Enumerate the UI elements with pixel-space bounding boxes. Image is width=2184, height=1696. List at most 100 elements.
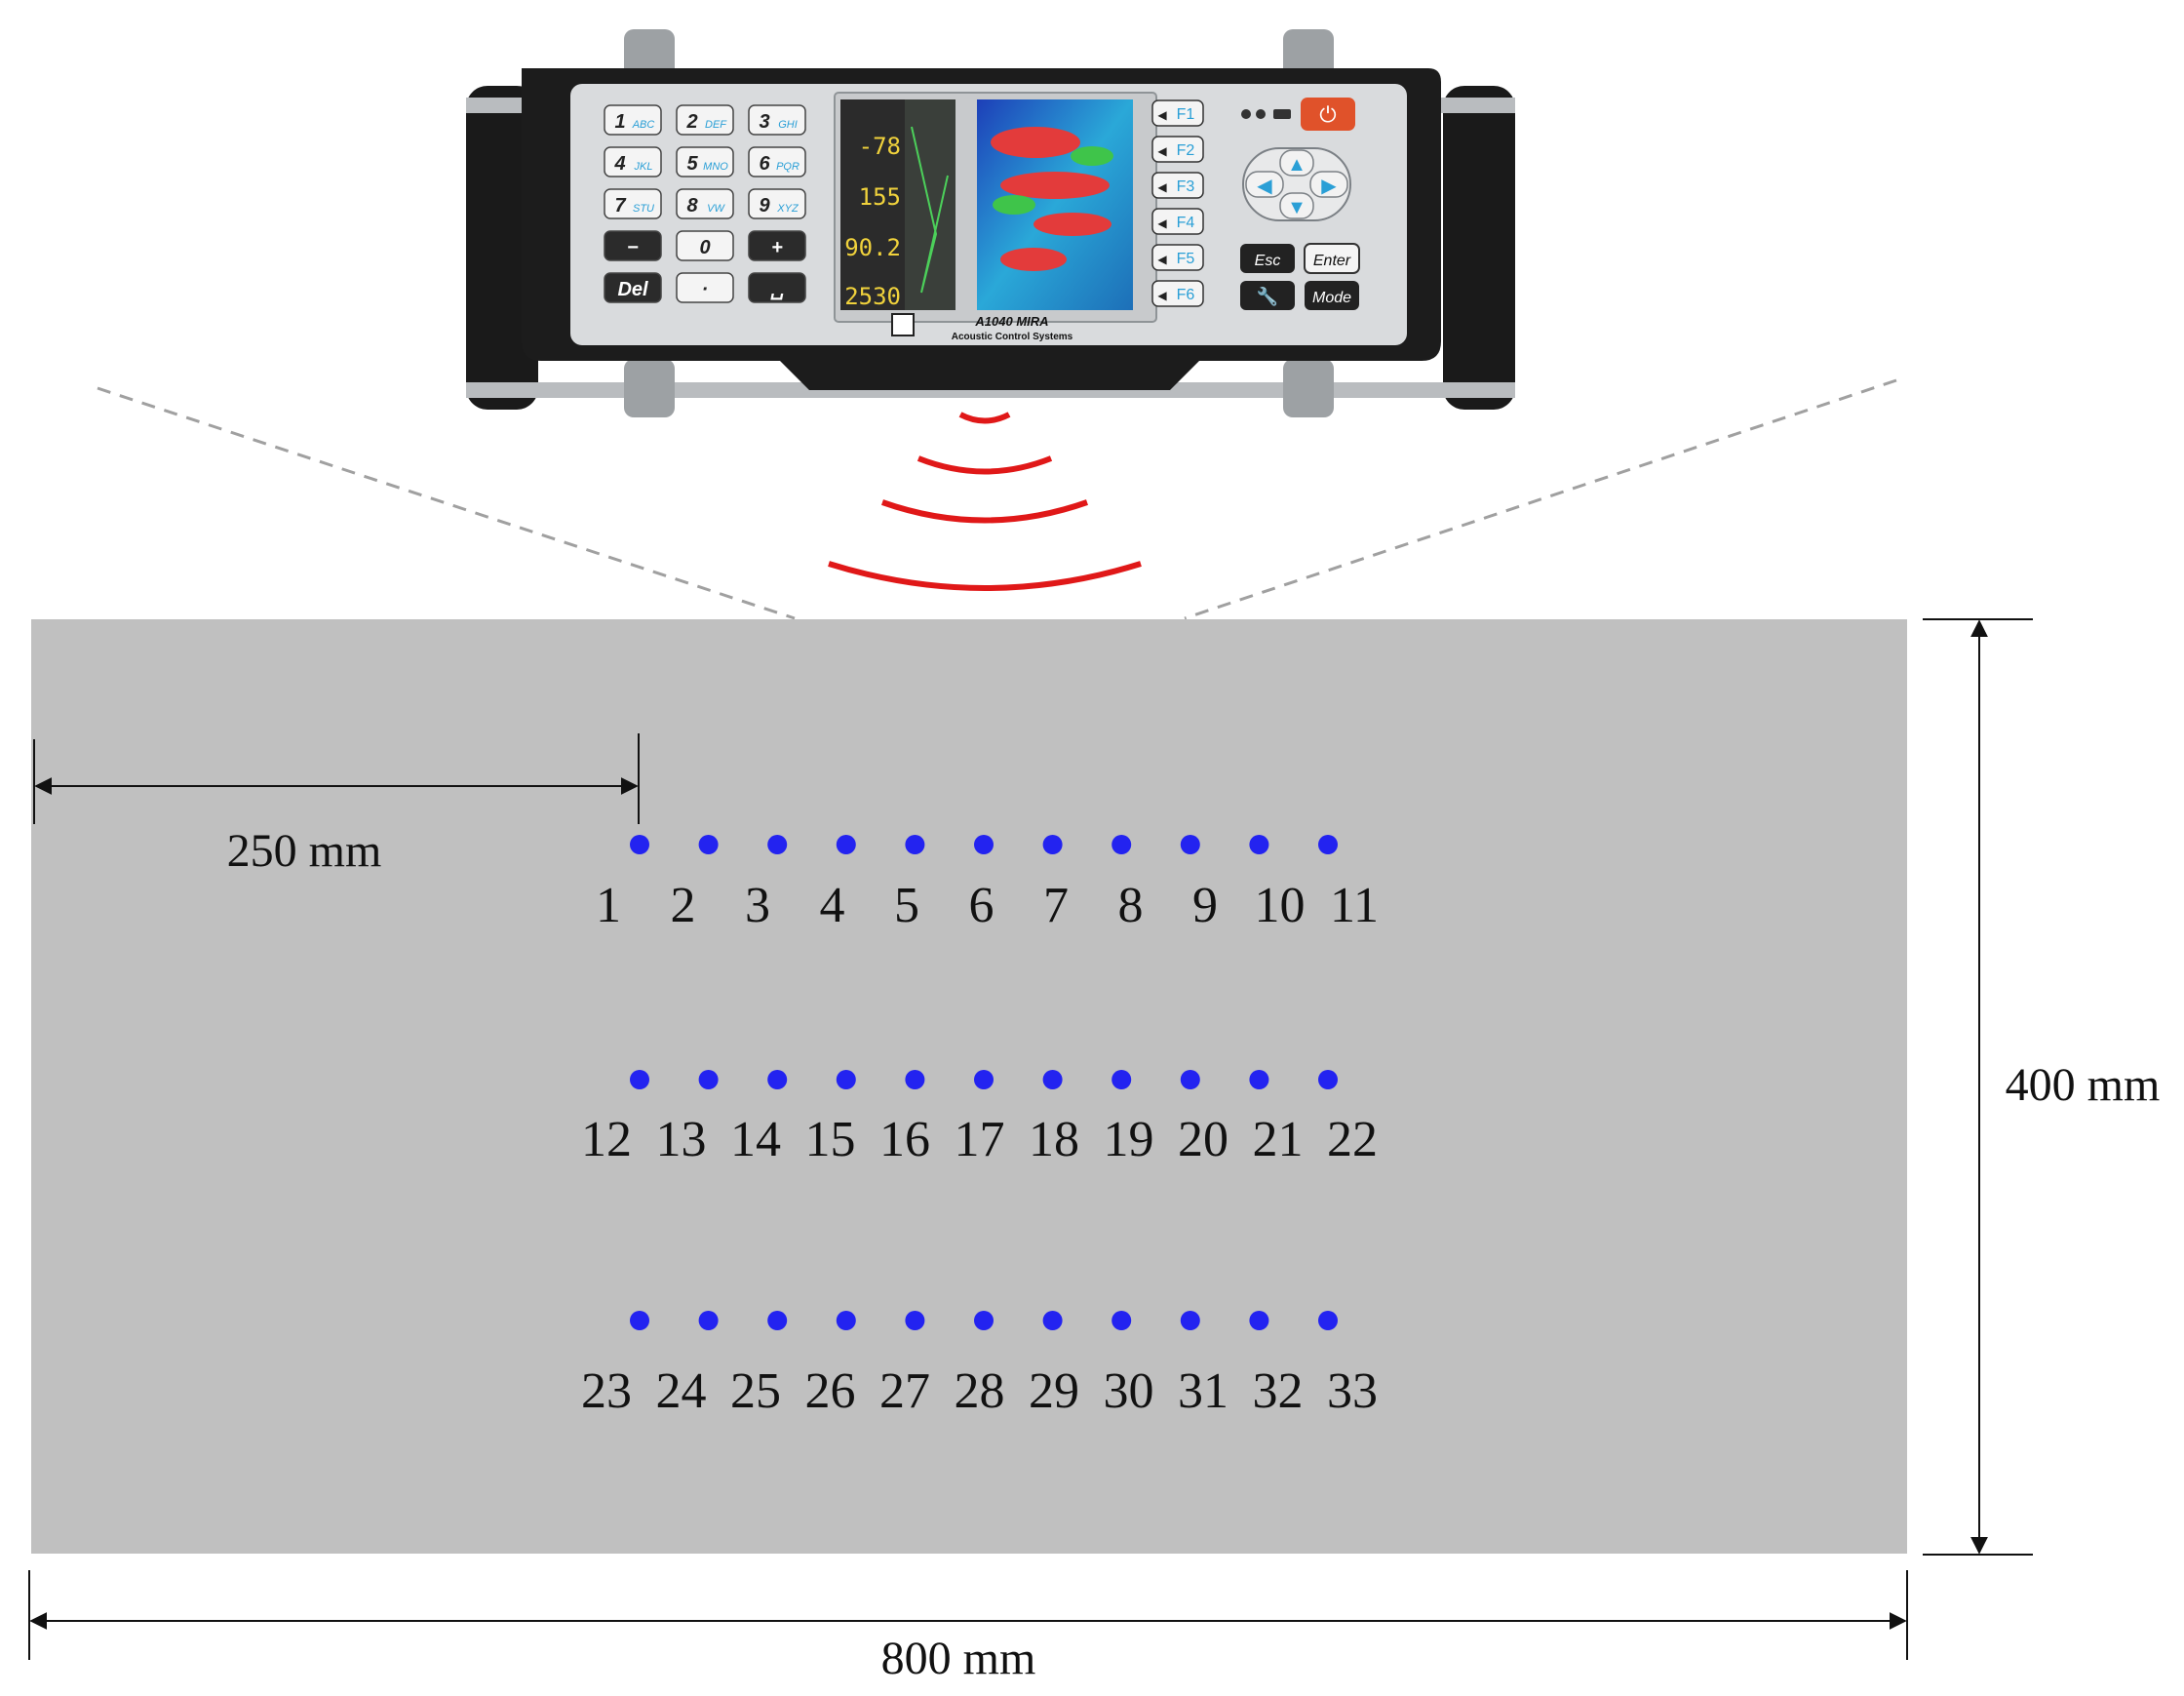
point-label: 16 [879,1112,930,1167]
measurement-point [698,1070,719,1089]
esc-button[interactable] [1240,244,1295,273]
measurement-point [767,1311,788,1330]
function-keys: ◀F1◀F2◀F3◀F4◀F5◀F6 [1151,99,1204,307]
key-7-button[interactable] [604,188,662,219]
caret-left-icon: ◀ [1157,180,1167,194]
power-button[interactable] [1301,98,1355,131]
point-label: 31 [1178,1363,1228,1419]
readout-0: -78 [859,133,901,160]
measurement-point [1042,1070,1063,1089]
key-4-button[interactable] [604,146,662,177]
key-sublabel: PQR [776,161,800,173]
function-key-f3-button[interactable] [1151,172,1204,199]
readout-1: 155 [859,183,901,211]
key-label: 5 [686,153,698,175]
enter-button[interactable] [1304,243,1360,274]
measurement-point [1180,1311,1200,1330]
measurement-point [1112,1311,1132,1330]
mode-label: Mode [1312,290,1351,306]
function-key-f2-button[interactable] [1151,136,1204,163]
offset-label: 250 mm [227,825,382,877]
function-key-f1-button[interactable] [1151,99,1204,127]
key-dot-button[interactable] [676,272,734,303]
function-key-label: F5 [1177,251,1195,267]
key-plus-button[interactable] [748,230,806,261]
key-2-button[interactable] [676,104,734,136]
measurement-point [905,1070,925,1089]
beam-lines [97,378,1897,620]
point-label: 8 [1118,878,1144,933]
arrow-right-button[interactable] [1309,171,1348,198]
measurement-point [630,1070,649,1089]
measurement-point [767,835,788,854]
key-label: ␣ [770,279,784,300]
function-key-f6-button[interactable] [1151,280,1204,307]
key-minus-button[interactable] [604,230,662,261]
measurement-point [974,1311,994,1330]
led-indicator [1241,109,1251,119]
key-8-button[interactable] [676,188,734,219]
key-label: 4 [613,153,625,175]
enter-label: Enter [1313,253,1351,269]
measurement-point [630,835,649,854]
wrench-icon: 🔧 [1257,286,1278,306]
beam-line-right [1184,378,1897,620]
settings-button[interactable] [1240,281,1295,310]
caret-left-icon: ◀ [1157,217,1167,230]
key-label: 2 [685,111,697,133]
point-label: 4 [820,878,845,933]
measurement-point [1318,1070,1338,1089]
point-label: 5 [894,878,919,933]
point-label: 29 [1029,1363,1079,1419]
key-0-button[interactable] [676,230,734,261]
arrow-up-button[interactable] [1279,149,1314,177]
point-label: 17 [955,1112,1005,1167]
caret-left-icon: ◀ [1157,144,1167,158]
key-6-button[interactable] [748,146,806,177]
arrow-down-button[interactable] [1279,192,1314,219]
measurement-point [1249,1070,1269,1089]
point-label: 11 [1330,878,1379,933]
measurement-point [1249,1311,1269,1330]
measurement-point [905,835,925,854]
key-3-button[interactable] [748,104,806,136]
function-key-f5-button[interactable] [1151,244,1204,271]
point-label: 18 [1029,1112,1079,1167]
key-label: − [627,237,639,258]
key-label: 8 [686,195,698,217]
height-dimension: 400 mm [1923,618,2160,1556]
wave-arc [881,499,1088,524]
width-dimension: 800 mm [28,1570,1908,1684]
measurement-point [698,1311,719,1330]
key-del-button[interactable] [604,272,662,303]
wave-arc [916,455,1053,475]
point-label: 30 [1104,1363,1154,1419]
ultrasonic-waves [828,412,1142,591]
point-label: 26 [805,1363,856,1419]
offset-dimension: 250 mm [33,733,640,877]
point-label: 19 [1104,1112,1154,1167]
key-label: 3 [759,111,769,133]
mode-button[interactable] [1305,281,1359,310]
point-label: 2 [671,878,696,933]
point-label: 6 [969,878,994,933]
key-9-button[interactable] [748,188,806,219]
arrow-left-button[interactable] [1245,171,1284,198]
measurement-point [1112,1070,1132,1089]
power-icon: ⏻ [1319,102,1336,127]
measurement-point [905,1311,925,1330]
point-label: 28 [955,1363,1005,1419]
function-key-f4-button[interactable] [1151,208,1204,235]
key-label: · [702,279,709,300]
key-5-button[interactable] [676,146,734,177]
measurement-point [1042,1311,1063,1330]
measurement-point [1318,835,1338,854]
arrow-left-icon: ◀ [1257,176,1272,197]
key-1-button[interactable] [604,104,662,136]
point-label: 33 [1327,1363,1378,1419]
measurement-point [974,835,994,854]
key-space-button[interactable] [748,272,806,303]
device-controls: ⏻ ▲ ▼ ◀ ▶ Esc Enter 🔧 Mode [1240,98,1360,310]
